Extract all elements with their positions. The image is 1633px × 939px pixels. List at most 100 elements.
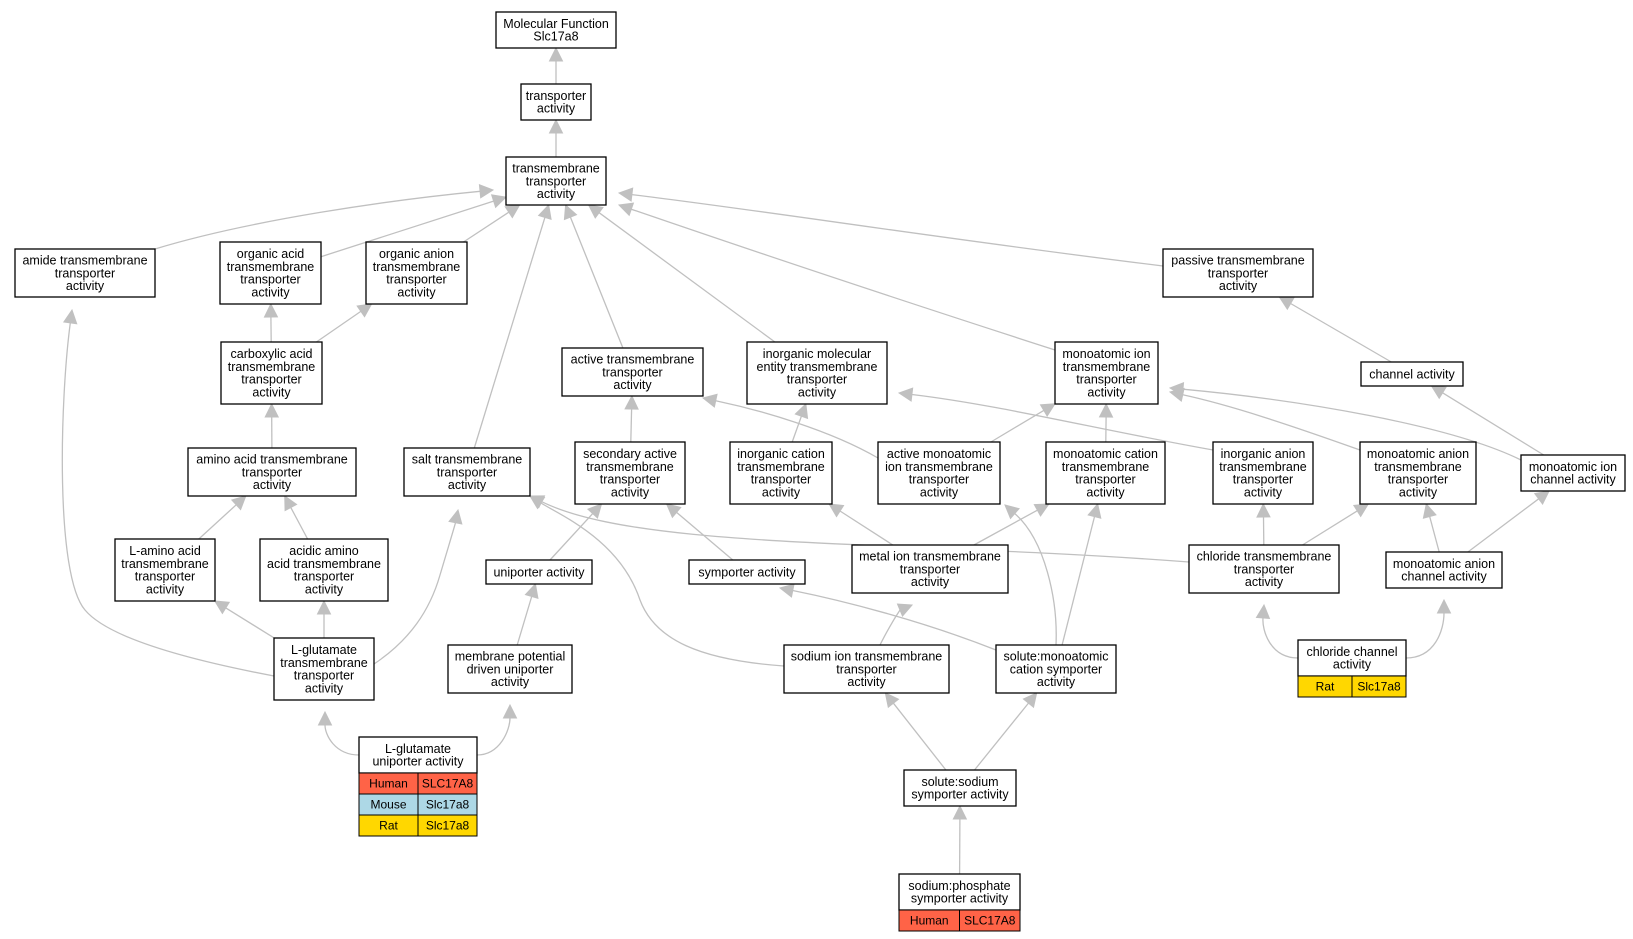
term-label-line: activity [305, 682, 344, 696]
term-label-line: transporter [787, 373, 847, 387]
term-node-inorg-anion[interactable]: inorganic aniontransmembranetransportera… [1212, 441, 1314, 505]
gene-cell-bg [959, 909, 1021, 932]
term-node-sodium-ion[interactable]: sodium ion transmembranetransporteractiv… [783, 644, 950, 694]
term-node-chloride-tm[interactable]: chloride transmembranetransporteractivit… [1188, 544, 1340, 594]
term-node-amino-acid[interactable]: amino acid transmembranetransporteractiv… [187, 447, 357, 497]
term-label-line: activity [762, 486, 801, 500]
arrow-head [213, 600, 231, 615]
term-label-line: Molecular Function [503, 17, 609, 31]
edge-line [598, 212, 776, 343]
term-box [561, 347, 704, 397]
term-label-line: transporter [526, 174, 586, 188]
term-label-line: transporter [294, 570, 354, 584]
arrow-head [1168, 381, 1185, 397]
arrow-head [448, 508, 463, 525]
term-label-line: transporter [900, 562, 960, 576]
edge-line [1262, 617, 1299, 659]
edge-l_glutamate_tm-to-acidic_amino [316, 599, 332, 638]
term-label-line: channel activity [1530, 473, 1616, 487]
arrow-head [1430, 385, 1447, 400]
edge-solute_sodium-to-sodium_ion [884, 692, 947, 771]
arrow-head [1533, 490, 1550, 505]
term-label-line: activity [146, 583, 185, 597]
term-label-line: carboxylic acid [231, 347, 313, 361]
term-label-line: transmembrane [1219, 460, 1307, 474]
term-label-line: transporter [1076, 373, 1136, 387]
term-node-mono-cation[interactable]: monoatomic cationtransmembranetransporte… [1045, 441, 1166, 505]
term-node-organic-acid[interactable]: organic acidtransmembranetransporteracti… [219, 241, 322, 305]
term-box [688, 559, 806, 585]
edge-line [290, 507, 309, 540]
term-node-channel[interactable]: channel activity [1360, 361, 1464, 387]
term-node-mono-anion[interactable]: monoatomic aniontransmembranetransporter… [1359, 441, 1477, 505]
edge-active_mono-to-monoatomic_ion [990, 403, 1056, 443]
term-node-secondary[interactable]: secondary activetransmembranetransporter… [574, 441, 686, 505]
edge-line [316, 310, 362, 343]
edge-line [540, 502, 785, 667]
term-box [1360, 361, 1464, 387]
term-label-line: transporter [241, 373, 301, 387]
term-node-uniporter[interactable]: uniporter activity [485, 559, 593, 585]
edge-line [990, 409, 1045, 443]
term-node-monoatomic-ion[interactable]: monoatomic iontransmembranetransporterac… [1054, 341, 1159, 405]
arrow-head [617, 202, 635, 217]
term-box [877, 441, 1001, 505]
term-label-line: activity [847, 675, 886, 689]
edge-line [715, 400, 879, 459]
edge-mono_ion_channel-to-monoatomic_ion [1168, 381, 1522, 461]
term-node-l-amino[interactable]: L-amino acidtransmembranetransporteracti… [114, 538, 216, 602]
term-label-line: driven uniporter [467, 662, 554, 676]
arrow-head [828, 503, 845, 518]
term-label-line: L-glutamate [291, 643, 357, 657]
edge-membrane_potential-to-uniporter [516, 582, 539, 646]
term-label-line: transporter [240, 273, 300, 287]
term-label-line: organic anion [379, 247, 454, 261]
term-node-metal-ion[interactable]: metal ion transmembranetransporteractivi… [851, 544, 1009, 594]
edge-line [549, 513, 594, 561]
edge-chloride_tm-to-inorg_anion [1256, 502, 1271, 546]
term-node-symporter[interactable]: symporter activity [688, 559, 806, 585]
arrow-head [524, 582, 539, 600]
arrow-head [1022, 692, 1038, 709]
term-label-line: transporter [242, 465, 302, 479]
edge-chloride_tm-to-mono_anion [1302, 503, 1370, 546]
term-label-line: activity [1399, 486, 1438, 500]
term-label-line: transporter [1075, 473, 1135, 487]
term-box [746, 341, 888, 405]
term-node-inorg-cation[interactable]: inorganic cationtransmembranetransporter… [729, 441, 833, 505]
term-label-line: passive transmembrane [1171, 254, 1304, 268]
edge-active_mono-to-active_tm [701, 393, 879, 459]
term-label-line: activity [1333, 658, 1372, 672]
term-node-organic-anion[interactable]: organic aniontransmembranetransporteract… [365, 241, 468, 305]
edge-line [631, 193, 1164, 267]
arrow-head [1436, 598, 1452, 614]
term-node-l-glutamate-tm[interactable]: L-glutamatetransmembranetransporteractiv… [273, 637, 375, 701]
term-box [1188, 544, 1340, 594]
term-label-line: inorganic molecular [763, 347, 871, 361]
edge-inorg_anion-to-inorg_mol [897, 387, 1214, 451]
term-node-carboxylic[interactable]: carboxylic acidtransmembranetransportera… [220, 341, 323, 405]
term-label-line: uniporter activity [493, 565, 585, 579]
term-label-line: monoatomic ion [1529, 460, 1617, 474]
term-label-line: Slc17a8 [533, 30, 578, 44]
term-box [729, 441, 833, 505]
